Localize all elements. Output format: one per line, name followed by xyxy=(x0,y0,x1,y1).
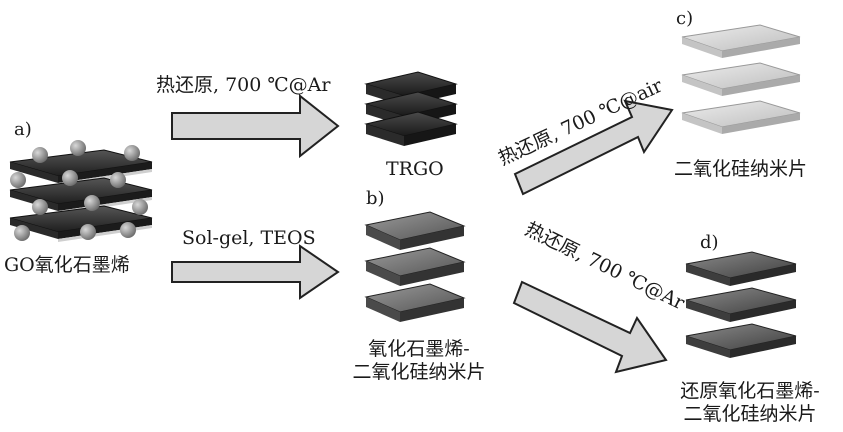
go-bead xyxy=(62,170,78,186)
go-bead xyxy=(32,147,48,163)
reduced-sheet xyxy=(685,323,797,358)
panel-label-a: a) xyxy=(14,119,32,140)
reduced-caption-line2: 二氧化硅纳米片 xyxy=(683,403,817,426)
go-stack xyxy=(9,140,153,242)
go-bead xyxy=(14,225,30,241)
silica-sheet xyxy=(681,100,801,134)
go-caption: GO氧化石墨烯 xyxy=(4,254,130,276)
arrow-composite-to-reduced xyxy=(512,280,668,374)
silica-stack xyxy=(681,24,801,134)
go-bead xyxy=(132,199,148,215)
go-bead xyxy=(80,224,96,240)
arrow-composite-to-silica xyxy=(513,99,674,196)
composite-caption: 氧化石墨烯- 二氧化硅纳米片 xyxy=(348,338,490,384)
reduced-caption-line1: 还原氧化石墨烯- xyxy=(680,380,820,402)
arrow-go-to-trgo xyxy=(171,93,340,159)
reduced-sheet xyxy=(685,251,797,286)
silica-caption: 二氧化硅纳米片 xyxy=(674,158,808,180)
go-bead xyxy=(32,199,48,215)
composite-caption-line1: 氧化石墨烯- xyxy=(368,338,470,360)
composite-sheet xyxy=(364,211,466,250)
go-bead xyxy=(10,172,26,188)
panel-label-b: b) xyxy=(366,188,385,209)
go-bead xyxy=(110,172,126,188)
reduced-caption: 还原氧化石墨烯- 二氧化硅纳米片 xyxy=(664,380,836,426)
go-bead xyxy=(124,145,140,161)
arrow-label-go-to-composite: Sol-gel, TEOS xyxy=(182,227,316,249)
composite-caption-line2: 二氧化硅纳米片 xyxy=(352,361,486,384)
panel-label-d: d) xyxy=(700,232,719,253)
arrow-go-to-composite xyxy=(171,244,340,300)
silica-sheet xyxy=(681,62,801,96)
composite-sheet xyxy=(364,247,466,286)
go-bead xyxy=(70,140,86,156)
composite-sheet xyxy=(364,283,466,322)
reduced-stack xyxy=(685,251,797,358)
composite-stack xyxy=(364,211,466,322)
silica-sheet xyxy=(681,24,801,58)
reduced-sheet xyxy=(685,287,797,322)
go-bead xyxy=(120,222,136,238)
panel-label-c: c) xyxy=(676,8,694,29)
trgo-caption: TRGO xyxy=(386,158,444,180)
trgo-sheet xyxy=(364,111,458,146)
trgo-stack xyxy=(364,71,458,146)
arrow-label-go-to-trgo: 热还原, 700 ℃@Ar xyxy=(156,74,331,96)
go-bead xyxy=(84,195,100,211)
